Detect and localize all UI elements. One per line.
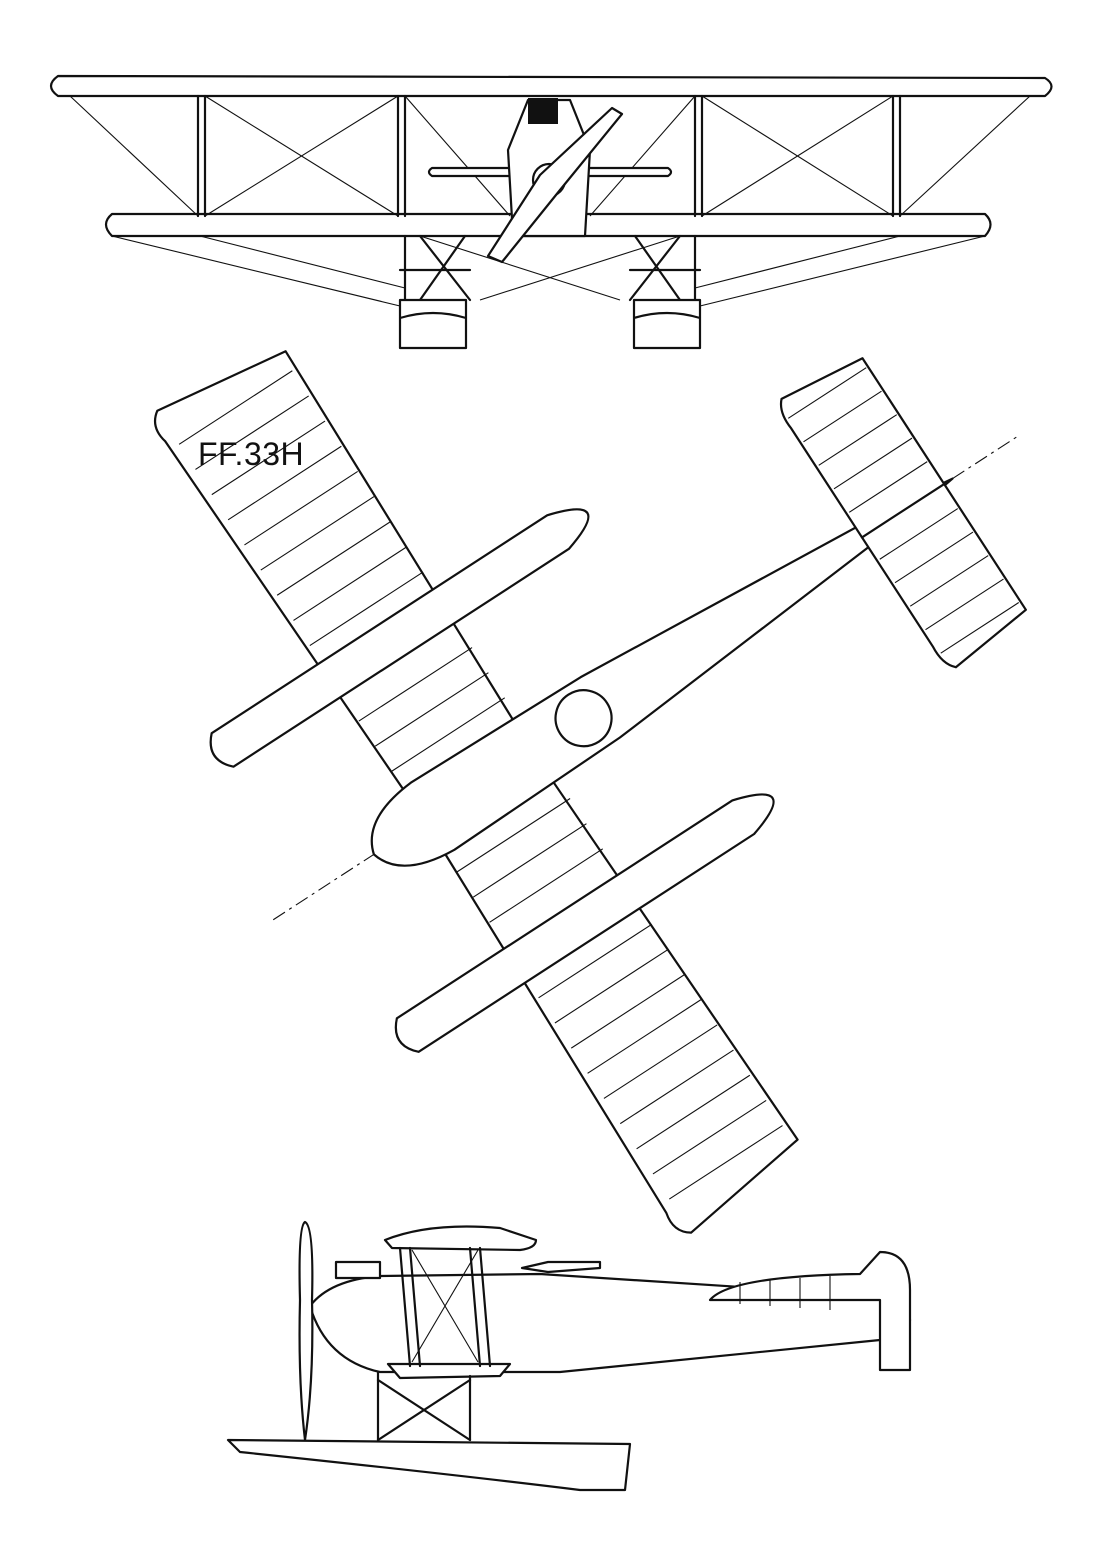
wing-rib <box>668 1125 783 1200</box>
front-right-float <box>632 298 702 350</box>
front-gunner-position <box>528 98 558 124</box>
top-tailplane <box>779 357 1027 669</box>
side-float-struts <box>376 1370 472 1442</box>
wing-rib <box>391 697 506 772</box>
front-upper-wing <box>49 74 1053 98</box>
side-float <box>226 1438 632 1492</box>
wing-rib <box>472 823 587 898</box>
wing-rib <box>619 1049 734 1125</box>
tail-rib <box>833 437 913 490</box>
front-interplane-struts <box>196 94 902 218</box>
wing-rib <box>636 1074 751 1150</box>
tail-rib <box>909 555 989 607</box>
front-propeller <box>486 106 624 264</box>
top-gunner-ring <box>554 689 613 748</box>
side-upper-wing <box>383 1225 538 1252</box>
aircraft-designation: FF.33H <box>198 436 305 472</box>
wing-rib <box>570 974 685 1049</box>
side-bracing <box>411 1249 479 1363</box>
tail-rib <box>864 484 943 537</box>
side-fin-ribs <box>739 1276 831 1310</box>
wing-rib <box>244 470 358 546</box>
tail-rib <box>879 508 959 560</box>
wing-rib <box>374 672 489 747</box>
side-view <box>226 1220 912 1492</box>
front-view <box>49 74 1053 350</box>
side-machine-gun <box>520 1260 602 1274</box>
wing-rib <box>260 496 375 571</box>
top-right-float <box>394 793 775 1053</box>
tail-rib <box>940 602 1020 654</box>
top-tail-ribs <box>787 367 1020 654</box>
tail-rib <box>787 367 867 419</box>
side-engine <box>334 1260 382 1280</box>
wing-rib <box>652 1099 767 1175</box>
wing-rib <box>293 546 408 621</box>
tail-rib <box>803 390 882 443</box>
wing-rib <box>211 420 326 496</box>
wing-rib <box>358 647 473 722</box>
top-left-float <box>209 508 590 768</box>
top-view <box>154 350 1027 1234</box>
top-wing-ribs <box>178 370 783 1200</box>
tail-rib <box>818 414 898 466</box>
wing-rib <box>276 521 391 596</box>
wing-rib <box>603 1024 718 1099</box>
wing-rib <box>195 395 309 470</box>
tail-rib <box>925 578 1004 631</box>
side-fin <box>708 1250 912 1372</box>
front-float-struts <box>398 234 702 302</box>
wing-rib <box>178 370 293 445</box>
wing-rib <box>309 571 424 647</box>
wing-rib <box>456 798 571 873</box>
side-lower-wing <box>386 1362 512 1380</box>
tail-rib <box>894 531 974 584</box>
tail-rib <box>848 461 928 513</box>
wing-rib <box>587 999 702 1074</box>
side-struts <box>398 1246 492 1368</box>
side-propeller <box>298 1220 314 1442</box>
front-bracing-wires <box>69 95 1031 307</box>
top-fuselage <box>370 477 954 867</box>
front-left-float <box>398 298 468 350</box>
wing-rib <box>227 445 342 521</box>
wing-rib <box>489 848 604 923</box>
wing-rib <box>554 948 669 1024</box>
wing-rib <box>538 923 653 999</box>
